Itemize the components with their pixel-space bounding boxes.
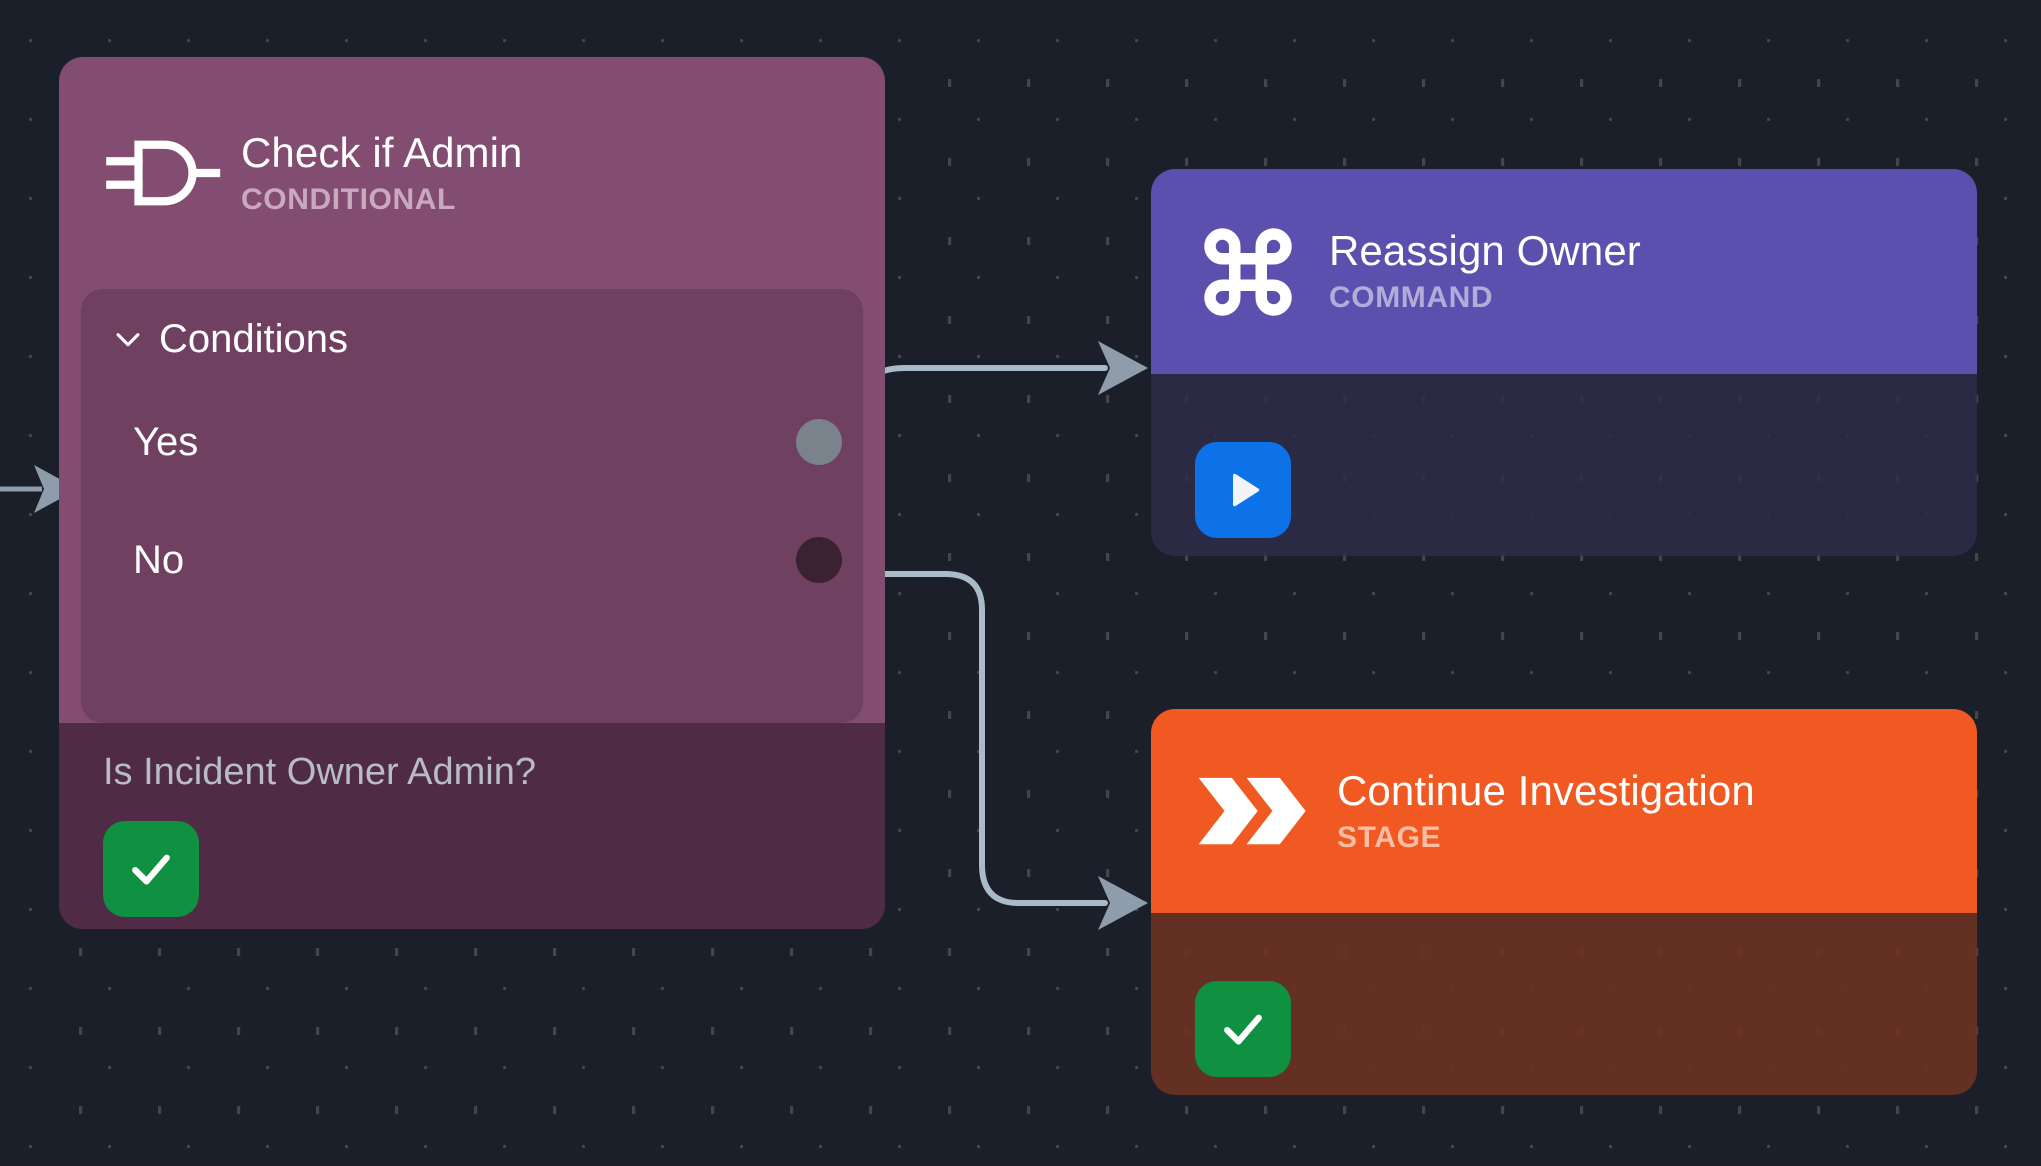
condition-port-yes[interactable] [796,419,842,465]
node-header-stage[interactable]: Continue Investigation STAGE [1151,709,1977,913]
condition-row-yes[interactable]: Yes [81,411,863,473]
node-description: Is Incident Owner Admin? [103,751,536,793]
condition-row-no[interactable]: No [81,529,863,591]
node-subtitle: CONDITIONAL [241,182,456,216]
node-subtitle: COMMAND [1329,281,1494,315]
double-chevron-right-icon [1195,761,1313,861]
conditions-header[interactable]: Conditions [81,289,863,359]
condition-label: Yes [133,420,199,464]
node-body-command [1151,374,1977,556]
node-body-stage [1151,913,1977,1095]
conditions-panel[interactable]: Conditions Yes No [81,289,863,723]
condition-port-no[interactable] [796,537,842,583]
node-reassign-owner[interactable]: Reassign Owner COMMAND [1151,169,1977,556]
node-title: Check if Admin [241,128,523,176]
logic-gate-icon [103,114,221,232]
conditions-label: Conditions [159,317,349,361]
node-check-if-admin[interactable]: Check if Admin CONDITIONAL Conditions Ye… [59,57,885,929]
status-badge-check[interactable] [1195,981,1291,1077]
node-continue-investigation[interactable]: Continue Investigation STAGE [1151,709,1977,1095]
node-body-conditional: Is Incident Owner Admin? [59,723,885,929]
command-key-icon [1195,219,1301,325]
check-icon [1224,1014,1262,1045]
node-title: Continue Investigation [1337,766,1755,814]
check-icon [132,854,170,885]
run-button[interactable] [1195,442,1291,538]
condition-label: No [133,538,185,582]
node-header-command[interactable]: Reassign Owner COMMAND [1151,169,1977,374]
node-header-conditional[interactable]: Check if Admin CONDITIONAL [59,57,885,289]
node-title: Reassign Owner [1329,227,1641,275]
chevron-down-icon[interactable] [111,322,145,356]
node-subtitle: STAGE [1337,820,1442,854]
play-icon [1233,473,1260,507]
status-badge-check[interactable] [103,821,199,917]
